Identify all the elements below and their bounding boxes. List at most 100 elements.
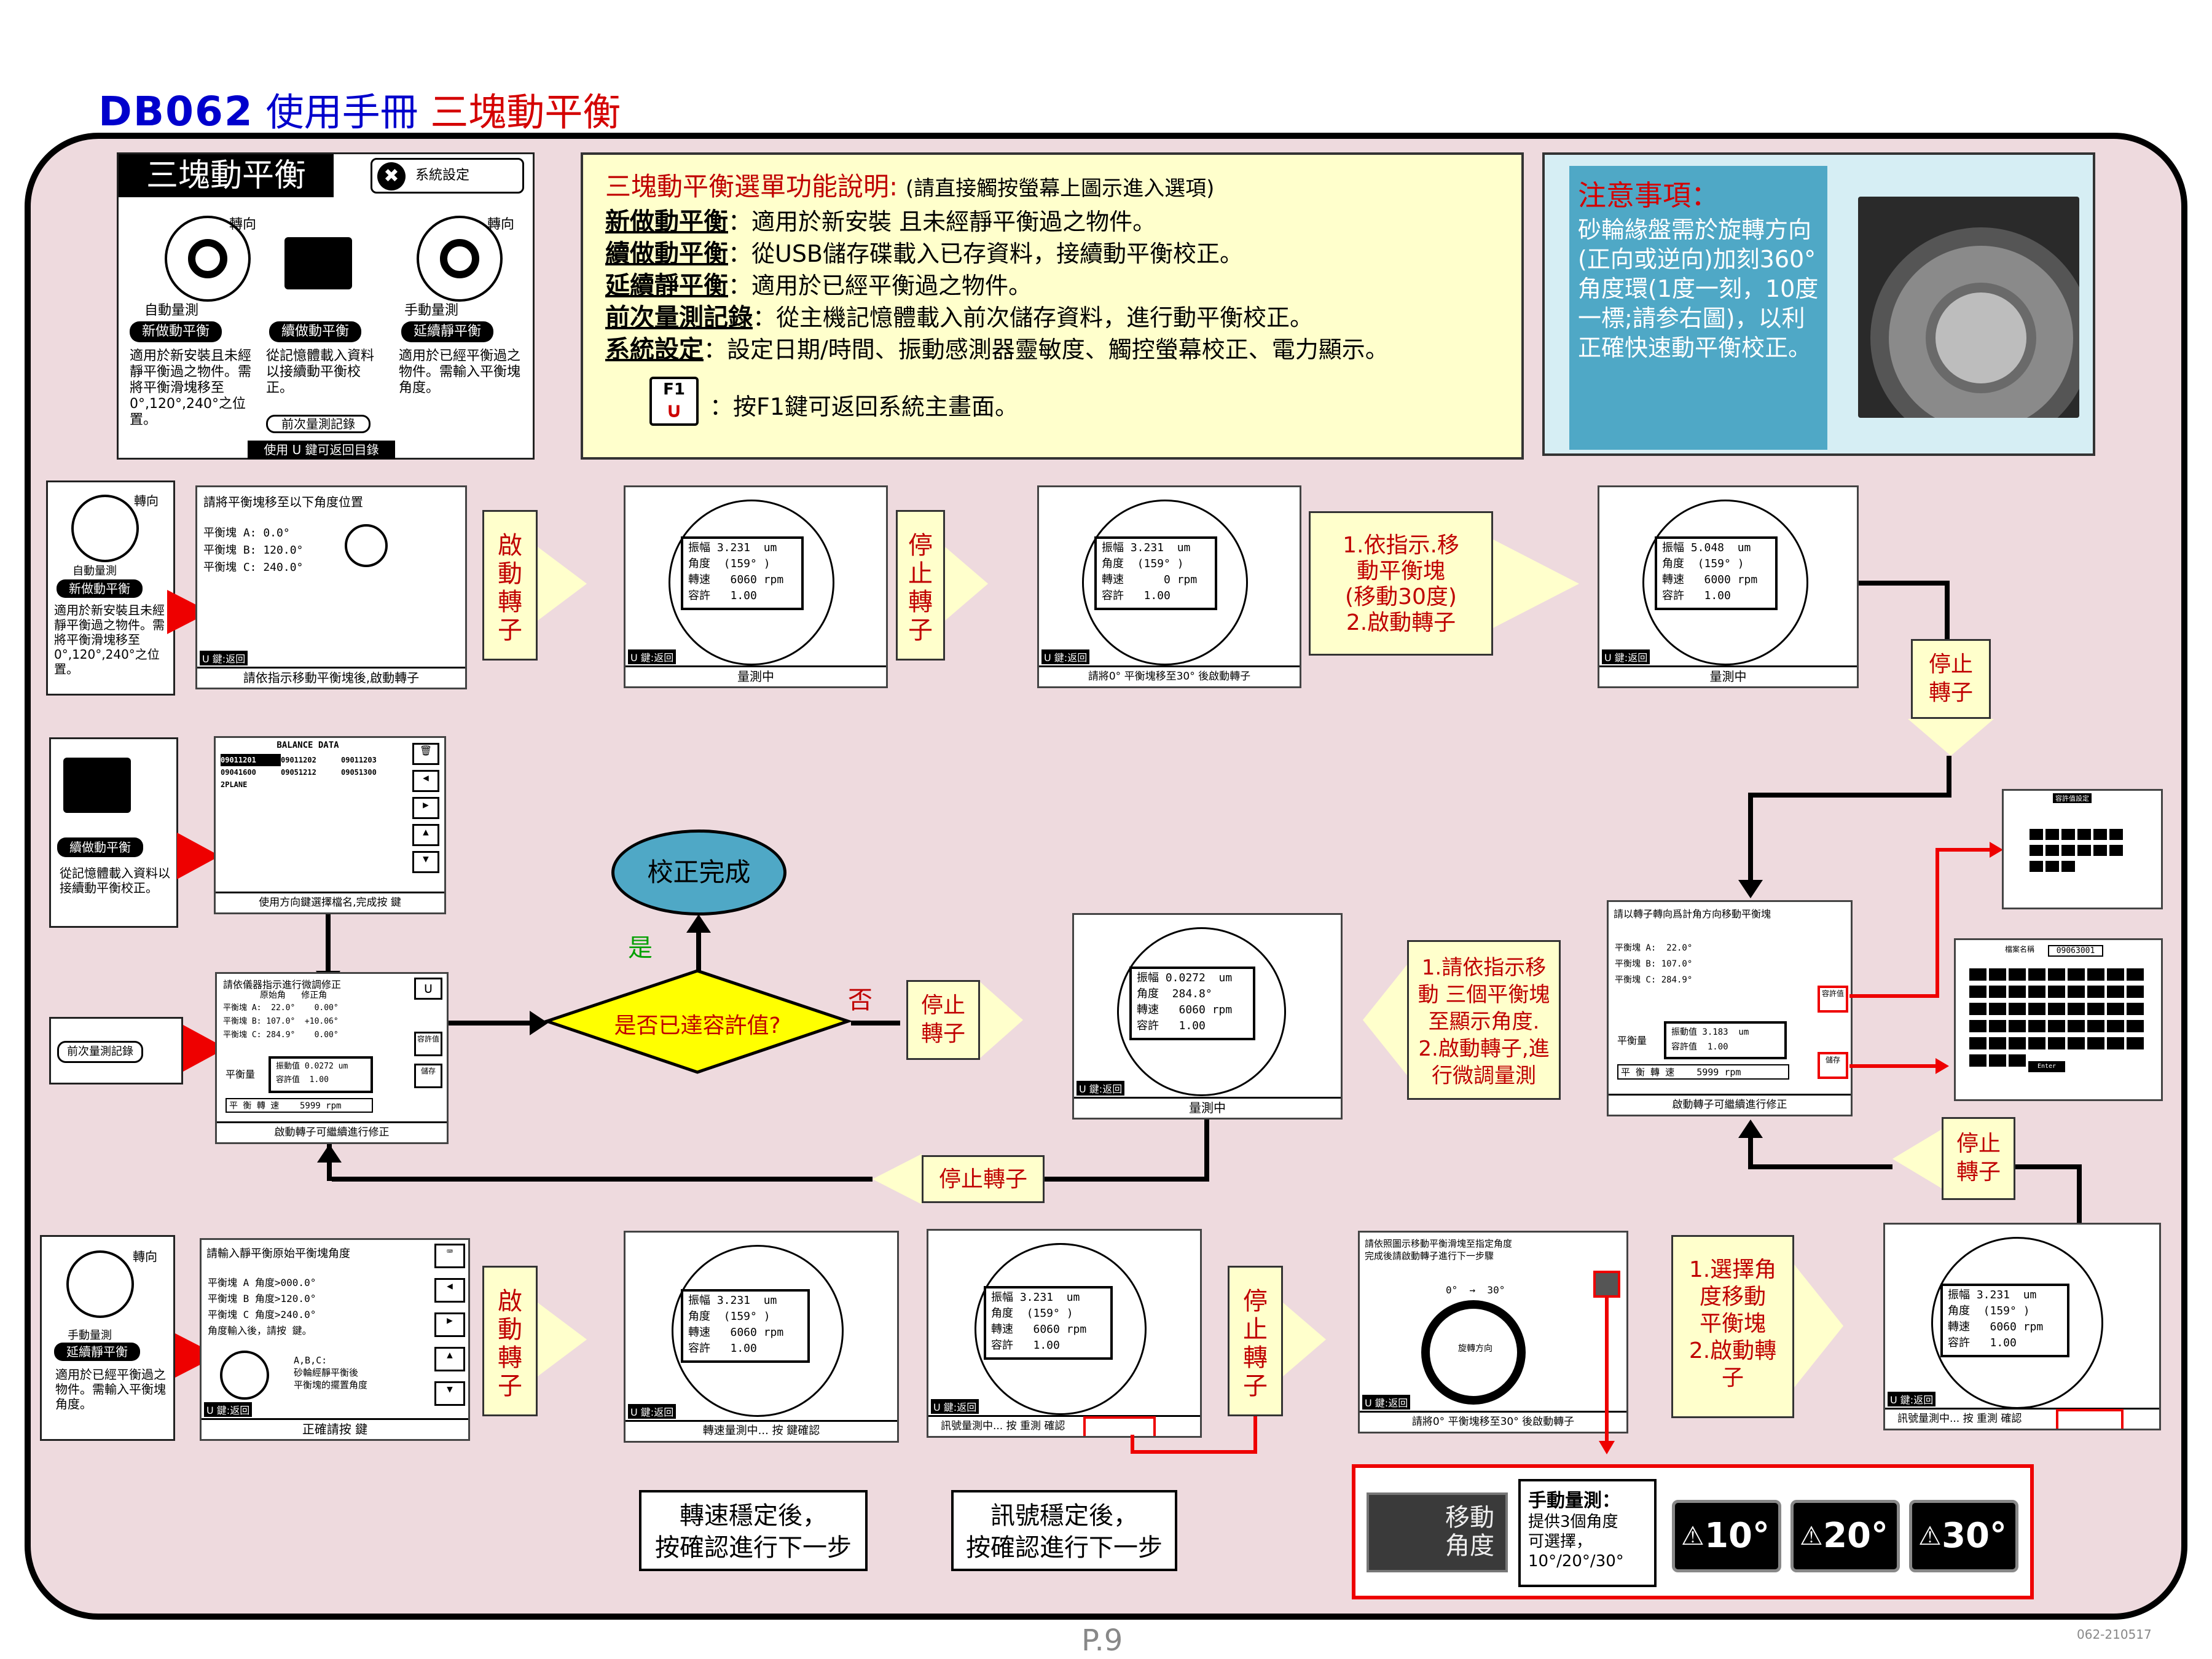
- row3-s3-f1[interactable]: U 鍵:返回: [931, 1399, 979, 1414]
- row1-s4-f1[interactable]: U 鍵:返回: [1602, 649, 1650, 664]
- row2-save-button[interactable]: 儲存: [414, 1064, 442, 1088]
- enter-key[interactable]: Enter: [2028, 1061, 2065, 1072]
- keypad-key[interactable]: [2077, 829, 2091, 840]
- keyboard-key[interactable]: [2087, 968, 2104, 981]
- keypad-key[interactable]: [2045, 845, 2059, 856]
- keyboard-key[interactable]: [1989, 1037, 2006, 1049]
- keypad-key[interactable]: [2061, 845, 2075, 856]
- keyboard-key[interactable]: [2028, 968, 2045, 981]
- keyboard-key[interactable]: [2048, 986, 2065, 998]
- keyboard-key[interactable]: [2068, 986, 2085, 998]
- keyboard-key[interactable]: [2048, 968, 2065, 981]
- new-balance-button[interactable]: 新做動平衡: [130, 321, 222, 342]
- keyboard-key[interactable]: [2127, 986, 2144, 998]
- table-row[interactable]: 2PLANE: [221, 779, 401, 791]
- keyboard-key[interactable]: [2087, 1037, 2104, 1049]
- keyboard-key[interactable]: [1989, 968, 2006, 981]
- keyboard-key[interactable]: [2028, 1003, 2045, 1015]
- system-settings-button[interactable]: ✖ 系統設定: [371, 158, 524, 194]
- keypad-key[interactable]: [2093, 829, 2107, 840]
- row3-s2-f1[interactable]: U 鍵:返回: [628, 1404, 677, 1419]
- keyboard-key[interactable]: [2107, 1037, 2124, 1049]
- keyboard-key[interactable]: [2087, 1020, 2104, 1032]
- row2-return-icon[interactable]: ∪: [414, 978, 442, 1000]
- keyboard-key[interactable]: [2107, 986, 2124, 998]
- keypad-key[interactable]: [2030, 845, 2043, 856]
- auto-dial-icon[interactable]: [165, 216, 251, 302]
- keypad-key[interactable]: [2061, 861, 2075, 872]
- keyboard-key[interactable]: [2009, 1020, 2026, 1032]
- keyboard-key[interactable]: [2127, 1020, 2144, 1032]
- move-angle-button[interactable]: 移動 角度: [1367, 1492, 1508, 1572]
- right-arrow-icon[interactable]: ▶: [412, 797, 439, 819]
- keyboard-key[interactable]: [2048, 1003, 2065, 1015]
- up-arrow-icon[interactable]: ▲: [412, 824, 439, 846]
- angle-1-button[interactable]: ⚠20°: [1790, 1500, 1900, 1572]
- continue-balance-button[interactable]: 續做動平衡: [269, 321, 361, 342]
- keyboard-key[interactable]: [2048, 1020, 2065, 1032]
- row2-tol-button[interactable]: 容許值: [414, 1032, 442, 1056]
- previous-record-button[interactable]: 前次量測記錄: [266, 415, 371, 433]
- row3-s5-confirm-highlight[interactable]: [2056, 1409, 2124, 1429]
- row2-prev-button[interactable]: 前次量測記錄: [57, 1041, 143, 1063]
- angle-0-button[interactable]: ⚠10°: [1672, 1500, 1781, 1572]
- keyboard-key[interactable]: [1969, 1020, 1986, 1032]
- keyboard-key[interactable]: [2028, 1020, 2045, 1032]
- keyboard-key[interactable]: [2068, 1020, 2085, 1032]
- row3-s3-confirm-highlight[interactable]: [1083, 1416, 1156, 1436]
- keyboard-key[interactable]: [2127, 968, 2144, 981]
- row3-left-icon[interactable]: ◀: [434, 1278, 465, 1303]
- keyboard-key[interactable]: [2087, 1003, 2104, 1015]
- keypad-key[interactable]: [2109, 845, 2123, 856]
- keyboard-key[interactable]: [2068, 968, 2085, 981]
- keyboard-key[interactable]: [1969, 1003, 1986, 1015]
- left-arrow-icon[interactable]: ◀: [412, 770, 439, 792]
- keypad-key[interactable]: [2061, 829, 2075, 840]
- row3-down-icon[interactable]: ▼: [434, 1381, 465, 1406]
- row2-cont-button[interactable]: 續做動平衡: [57, 837, 143, 857]
- row1-s1-f1[interactable]: U 鍵:返回: [200, 651, 248, 665]
- row3-up-icon[interactable]: ▲: [434, 1347, 465, 1371]
- keypad-key[interactable]: [2030, 829, 2043, 840]
- row1-new-button[interactable]: 新做動平衡: [57, 579, 143, 598]
- keyboard-key[interactable]: [1969, 986, 1986, 998]
- keyboard-key[interactable]: [1969, 968, 1986, 981]
- keyboard-key[interactable]: [1989, 986, 2006, 998]
- kbd-value[interactable]: 09063001: [2048, 945, 2103, 957]
- keyboard-key[interactable]: [2127, 1003, 2144, 1015]
- keyboard-key[interactable]: [2009, 986, 2026, 998]
- row3-right-icon[interactable]: ▶: [434, 1312, 465, 1337]
- keypad-key[interactable]: [2045, 829, 2059, 840]
- keyboard-key[interactable]: [2068, 1037, 2085, 1049]
- keyboard-key[interactable]: [2107, 968, 2124, 981]
- keypad-key[interactable]: [2077, 845, 2091, 856]
- keyboard-key[interactable]: [2127, 1037, 2144, 1049]
- static-balance-button[interactable]: 延續靜平衡: [401, 321, 493, 342]
- keyboard-key[interactable]: [1989, 1020, 2006, 1032]
- angle-2-button[interactable]: ⚠30°: [1909, 1500, 2018, 1572]
- row2-right-save-button[interactable]: 儲存: [1818, 1052, 1848, 1079]
- row2-mid-f1[interactable]: U 鍵:返回: [1077, 1081, 1125, 1096]
- keyboard-key[interactable]: [1969, 1054, 1986, 1067]
- row1-s3-f1[interactable]: U 鍵:返回: [1041, 649, 1090, 664]
- keyboard-key[interactable]: [1989, 1003, 2006, 1015]
- keyboard-key[interactable]: [2009, 1003, 2026, 1015]
- keyboard-key[interactable]: [2028, 986, 2045, 998]
- manual-dial-icon[interactable]: [417, 216, 503, 302]
- row2-right-tol-button[interactable]: 容許值: [1818, 986, 1848, 1013]
- keyboard-icon[interactable]: ⌨: [434, 1244, 465, 1268]
- keyboard-key[interactable]: [1969, 1037, 1986, 1049]
- move-angle-icon[interactable]: [1593, 1271, 1620, 1298]
- trash-icon[interactable]: 🗑: [412, 743, 439, 765]
- row3-s5-f1[interactable]: U 鍵:返回: [1888, 1392, 1936, 1406]
- keyboard-key[interactable]: [2009, 968, 2026, 981]
- row3-static-button[interactable]: 延續靜平衡: [54, 1343, 140, 1361]
- keyboard-key[interactable]: [2068, 1003, 2085, 1015]
- down-arrow-icon[interactable]: ▼: [412, 851, 439, 873]
- keyboard-key[interactable]: [2009, 1054, 2026, 1067]
- keyboard-key[interactable]: [1989, 1054, 2006, 1067]
- keypad-key[interactable]: [2093, 845, 2107, 856]
- keyboard-key[interactable]: [2087, 986, 2104, 998]
